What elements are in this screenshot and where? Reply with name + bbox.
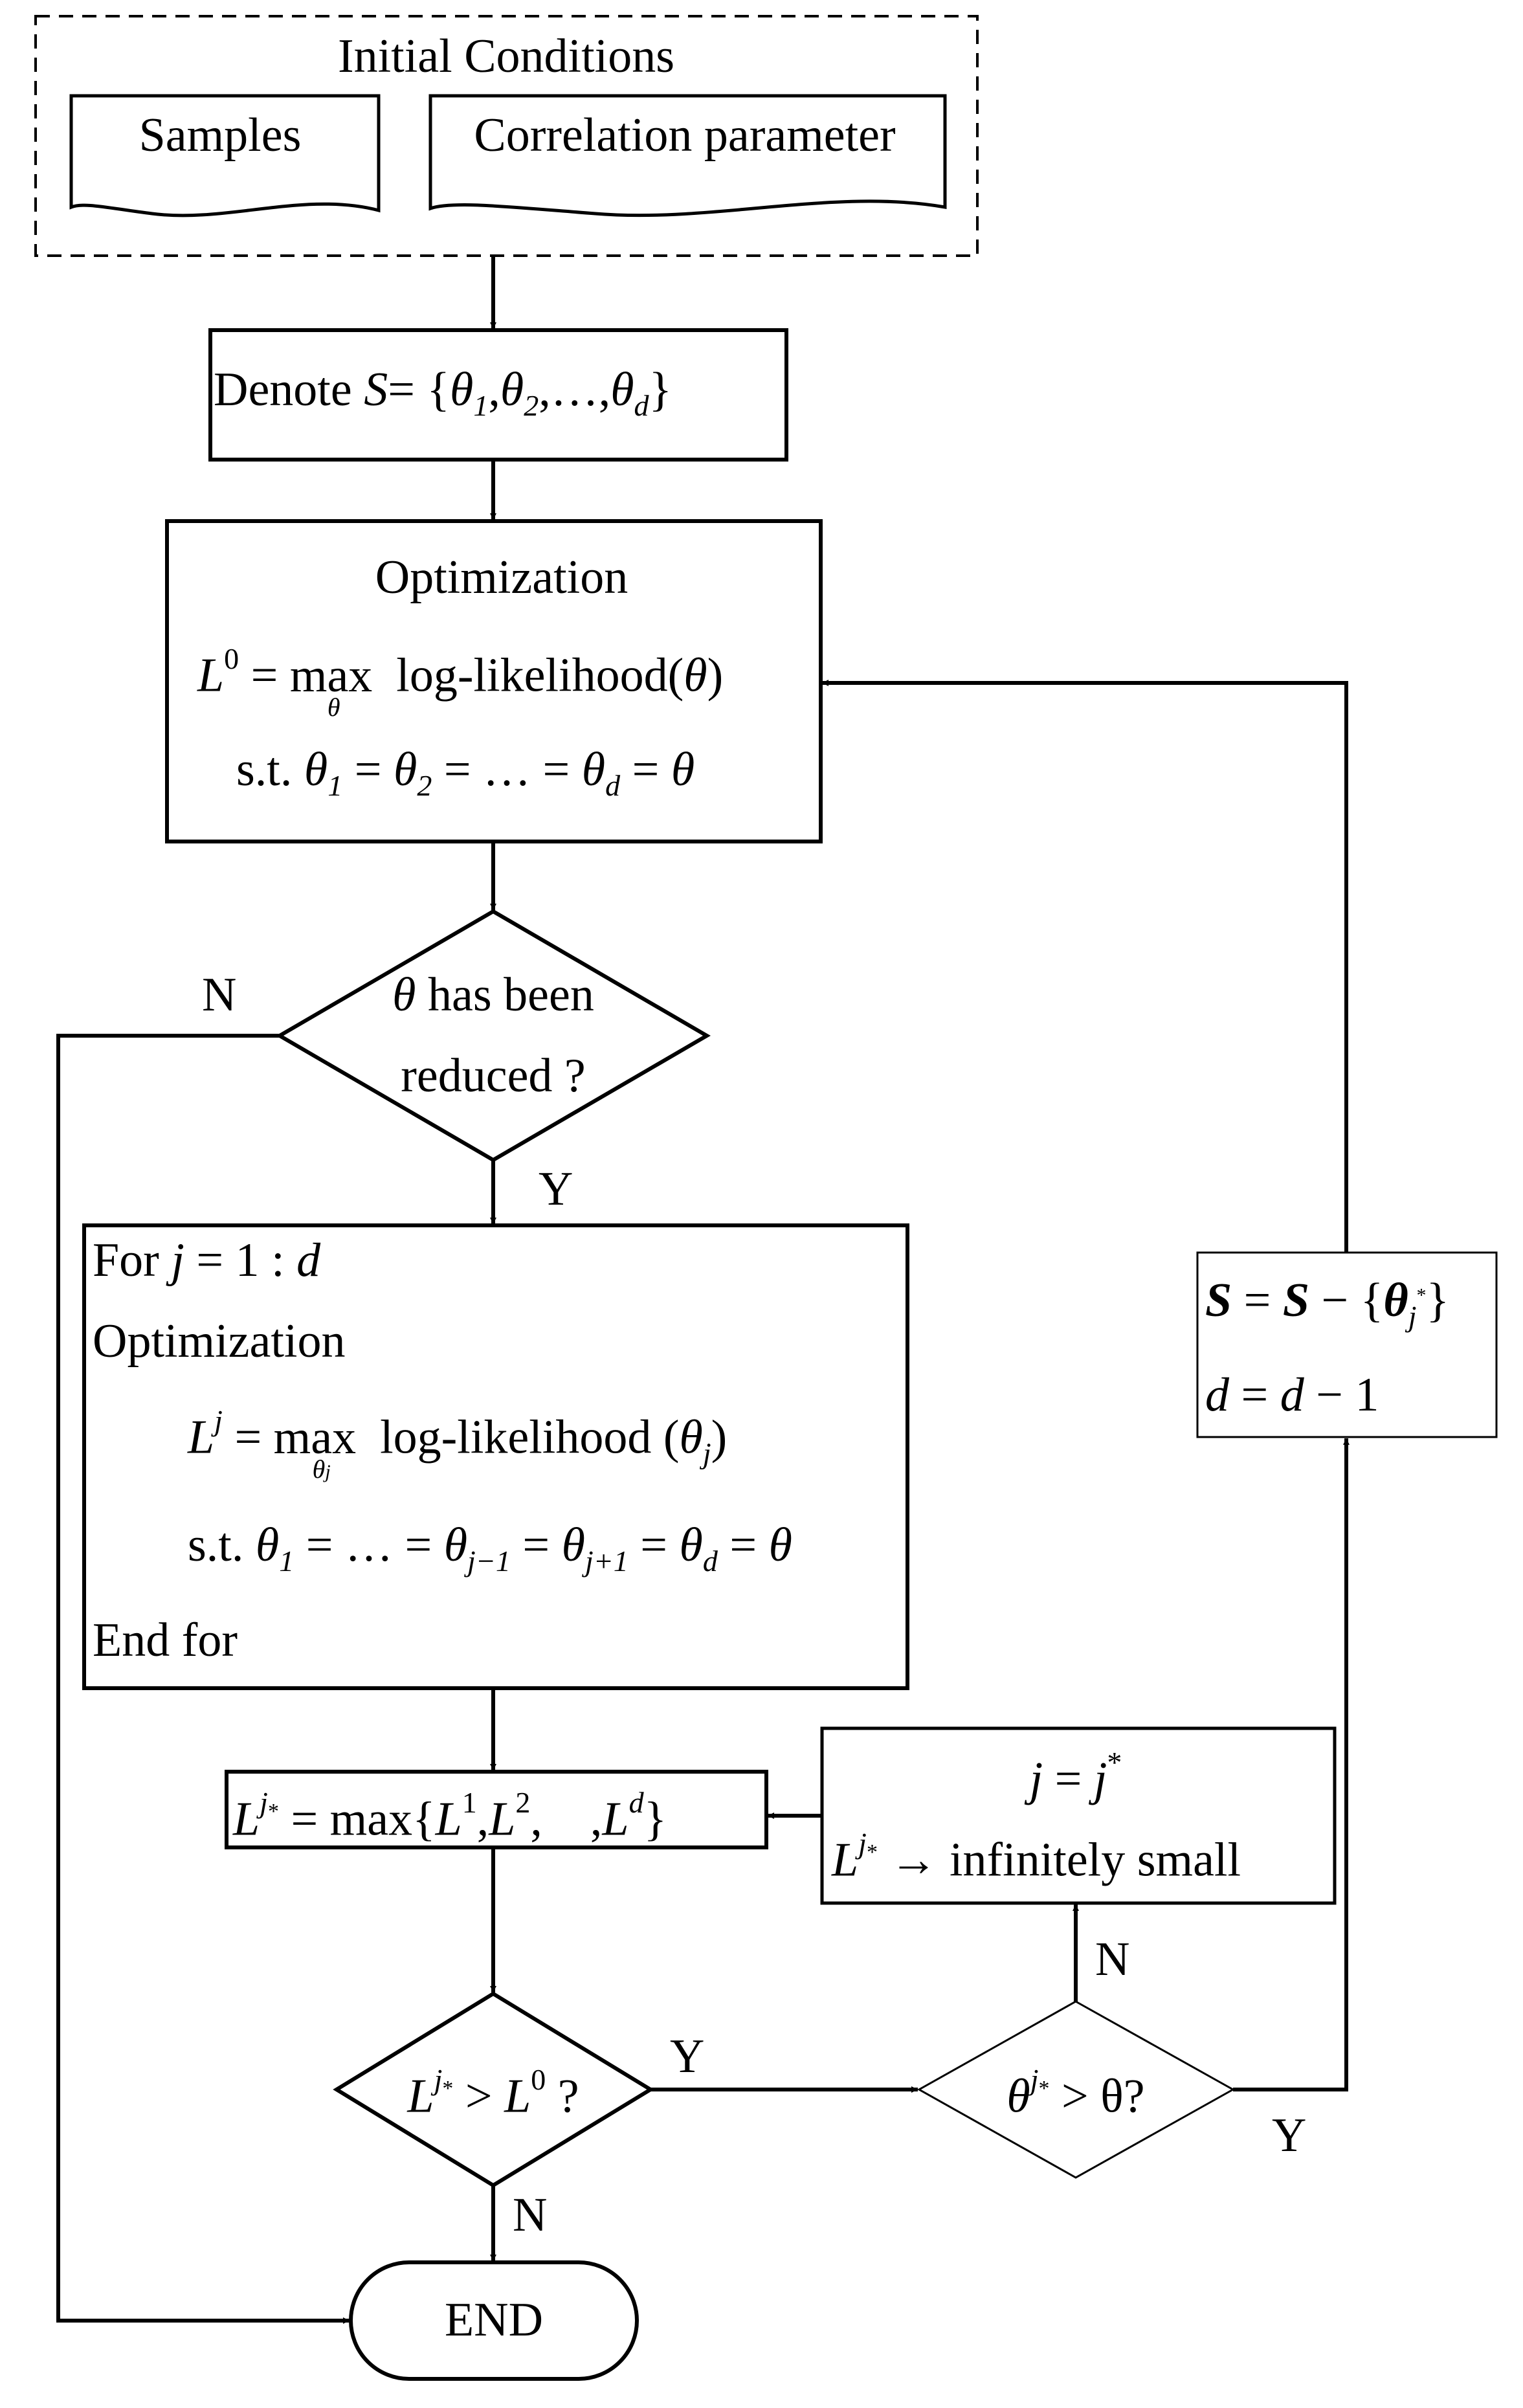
connector-decision-no-to-end xyxy=(56,1034,350,2324)
loop-constraint: s.t. θ1 = … = θj−1 = θj+1 = θd = θ xyxy=(188,1519,792,1578)
connector-decision3-yes-to-update xyxy=(1233,1438,1350,2091)
l-compare-no-label: N xyxy=(513,2189,548,2242)
initial-conditions-box xyxy=(34,15,979,257)
samples-label: Samples xyxy=(139,109,302,162)
correlation-parameter-label: Correlation parameter xyxy=(474,109,896,162)
denote-box xyxy=(208,328,788,462)
connector-update-to-opt xyxy=(822,680,1348,1253)
theta-compare-no-label: N xyxy=(1095,1933,1130,1986)
for-loop-box xyxy=(82,1223,909,1690)
l-compare-yes-label: Y xyxy=(670,2030,705,2083)
end-for-label: End for xyxy=(93,1614,238,1667)
update-d-formula: d = d − 1 xyxy=(1205,1368,1379,1421)
end-label: END xyxy=(444,2293,544,2347)
lmax-formula: Lj* = max{L1,L2, ,Ld} xyxy=(233,1786,667,1846)
end-terminal xyxy=(349,2260,639,2381)
denote-word: Denote xyxy=(214,363,352,416)
reduced-yes-label: Y xyxy=(539,1163,573,1216)
optimization-title: Optimization xyxy=(375,551,628,604)
reduced-no-label: N xyxy=(202,968,237,1021)
initial-conditions-title: Initial Conditions xyxy=(337,30,675,83)
for-loop-header: For j = 1 : d xyxy=(93,1234,321,1287)
reduced-question-line2: reduced ? xyxy=(401,1049,586,1102)
update-set-formula: S = S − {θj*} xyxy=(1205,1274,1450,1333)
loop-optimization-label: Optimization xyxy=(93,1315,346,1368)
optimization-constraint: s.t. θ1 = θ2 = … = θd = θ xyxy=(236,743,695,803)
assign-l-line: Lj* → infinitely small xyxy=(832,1827,1241,1887)
theta-compare-question: θj* > θ? xyxy=(1006,2063,1145,2123)
reduced-question-line1: θ has been xyxy=(392,968,594,1021)
theta-compare-yes-label: Y xyxy=(1272,2109,1307,2162)
assign-j-line: j = j* xyxy=(1029,1746,1122,1806)
lmax-box xyxy=(225,1770,768,1849)
reduced-decision-diamond xyxy=(276,909,711,1163)
samples-document-shape xyxy=(69,94,381,217)
denote-formula: Denote S= {θ1,θ2,…,θd} xyxy=(214,363,673,423)
l-compare-question: Lj* > L0 ? xyxy=(407,2063,579,2123)
correlation-parameter-document-shape xyxy=(428,94,947,217)
theta-compare-decision-diamond xyxy=(917,2000,1236,2179)
